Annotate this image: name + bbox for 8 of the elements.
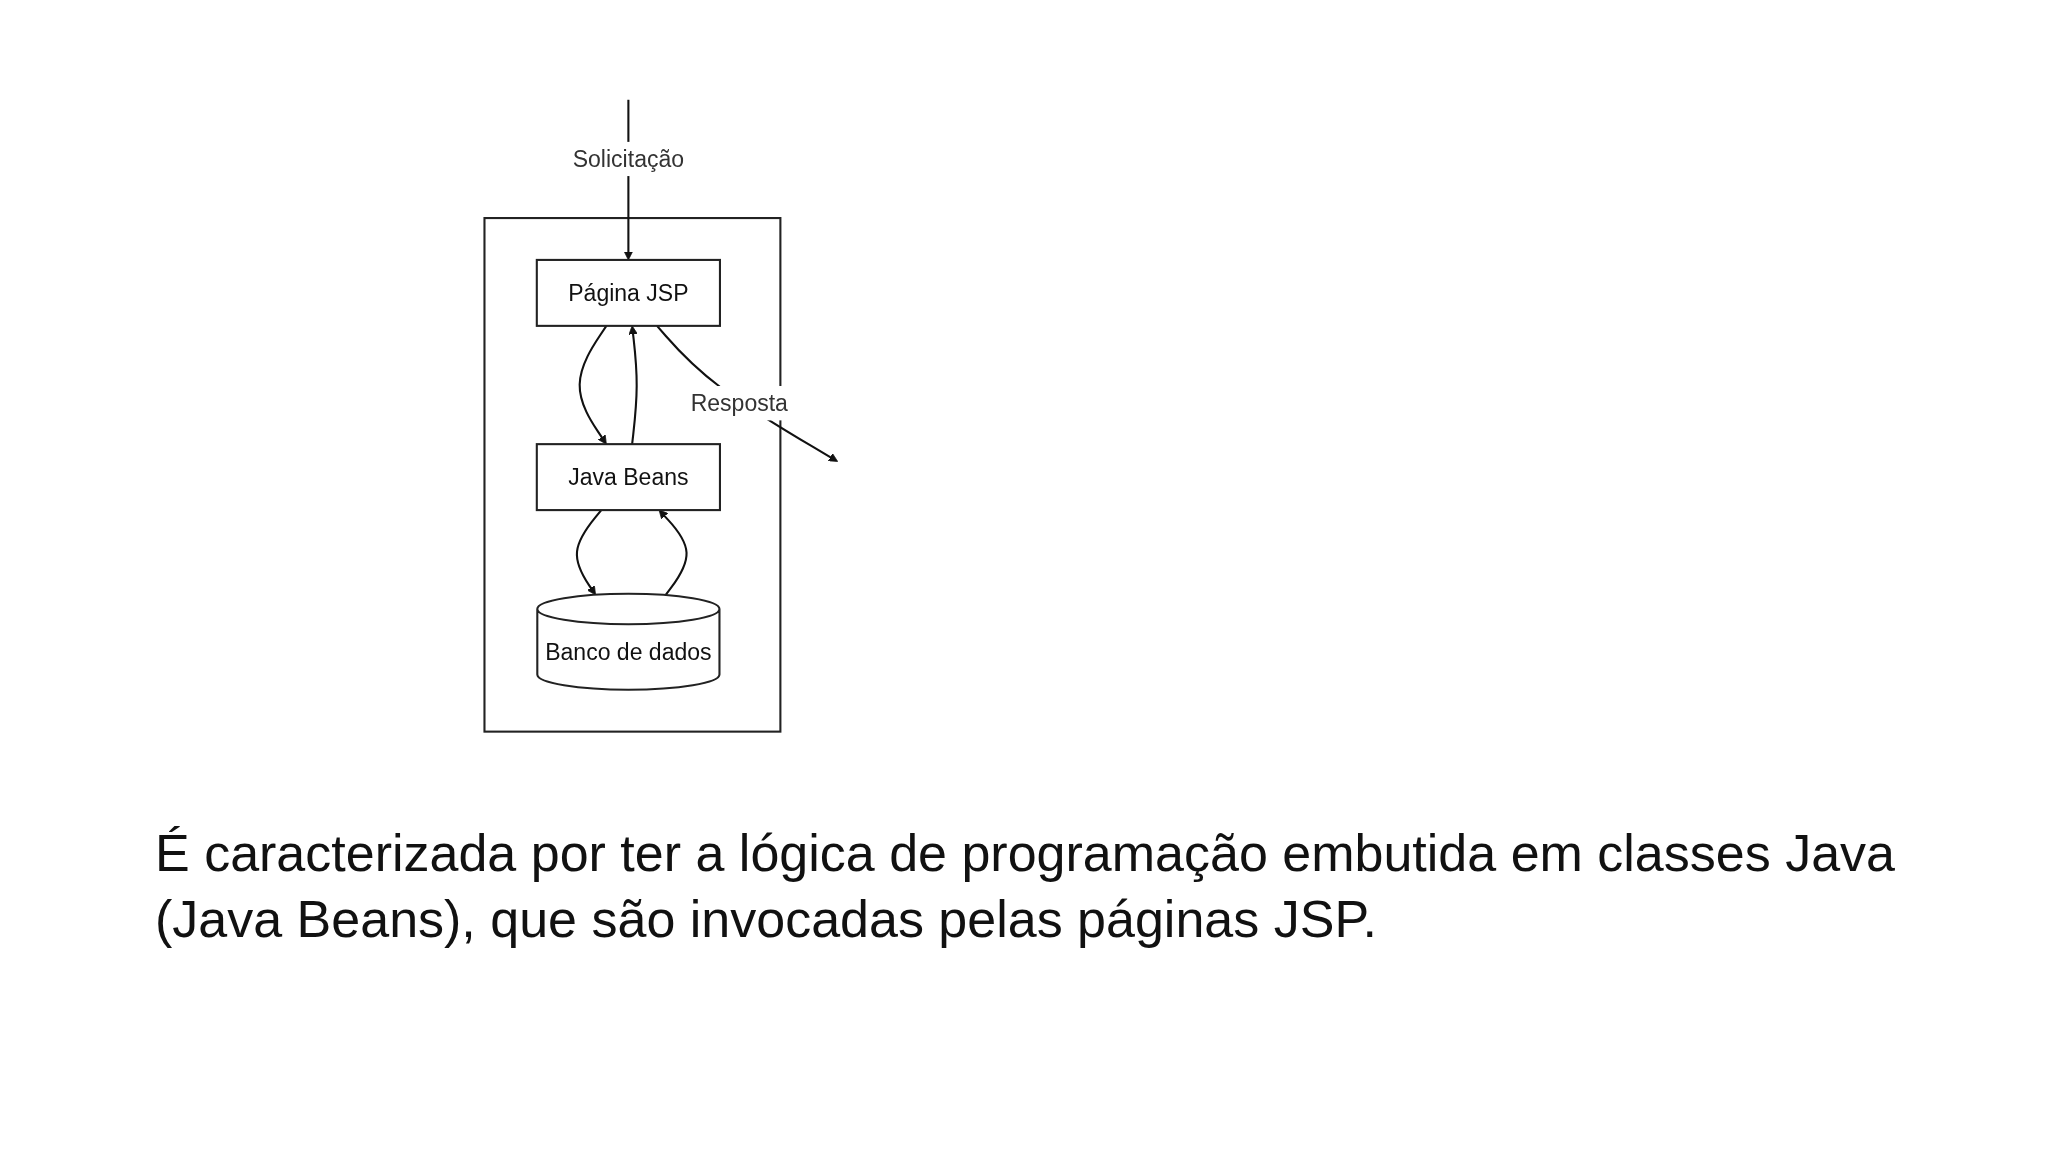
node-box: Java Beans [535, 443, 721, 512]
node-box: Página JSP [535, 258, 721, 327]
edge-label: Resposta [690, 390, 788, 417]
edge-label: Solicitação [572, 145, 685, 172]
arrow [656, 325, 838, 462]
caption: É caracterizada por ter a lógica de programação embutida em classes Java (Java Beans), que são invocadas pelas páginas JSP. [155, 823, 1895, 950]
arrow [578, 325, 608, 445]
arrow [628, 325, 638, 445]
